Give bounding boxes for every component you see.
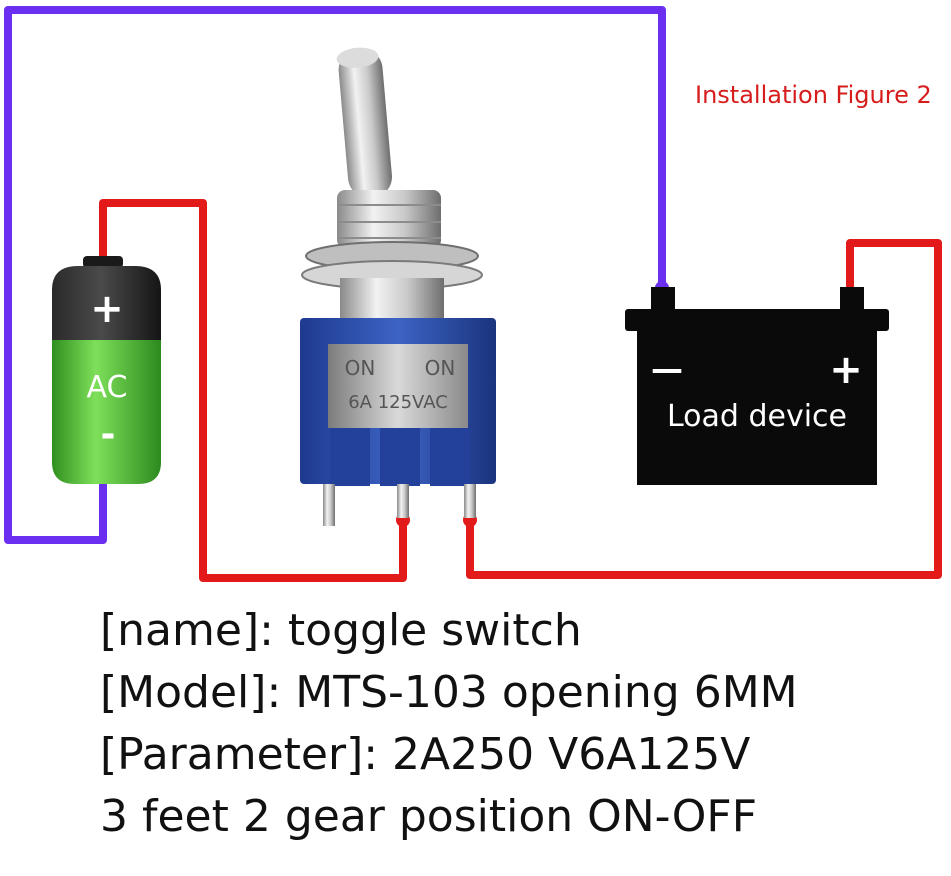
spec-position: 3 feet 2 gear position ON-OFF: [100, 791, 758, 842]
switch-lever: [338, 48, 392, 199]
toggle-switch: ON ON 6A 125VAC: [300, 47, 496, 526]
battery-label: AC: [87, 370, 128, 405]
switch-threaded-neck: [340, 278, 444, 322]
red-wire-switch-to-load: [466, 239, 942, 579]
load-plus-terminal: [840, 287, 864, 309]
load-minus-sign: —: [651, 350, 683, 388]
spec-name: [name]: toggle switch: [100, 605, 582, 656]
switch-rating-marking: 6A 125VAC: [348, 392, 448, 413]
figure-label: Installation Figure 2: [695, 81, 932, 109]
switch-base-tab-left: [330, 428, 370, 486]
switch-left-marking: ON: [345, 356, 376, 380]
battery: + AC -: [52, 256, 161, 484]
battery-bottom-half: [52, 340, 161, 484]
load-body: [637, 331, 877, 485]
red-wire-battery-to-switch: [99, 199, 407, 582]
load-plus-sign: +: [829, 347, 863, 393]
battery-minus-sign: -: [101, 414, 116, 455]
switch-lever-tip: [336, 47, 379, 68]
specifications: [name]: toggle switch [Model]: MTS-103 o…: [100, 600, 940, 848]
battery-top-half: [52, 266, 161, 340]
switch-base-tab-right: [430, 428, 470, 486]
switch-terminal-right: [464, 484, 476, 518]
battery-cap: [83, 256, 123, 268]
load-device: — + Load device: [625, 287, 889, 485]
switch-terminal-middle: [397, 484, 409, 518]
load-label: Load device: [667, 399, 847, 434]
battery-plus-sign: +: [90, 286, 124, 332]
switch-base-tab-middle: [380, 428, 420, 486]
load-minus-terminal: [651, 287, 675, 309]
switch-plate: [328, 344, 468, 428]
purple-wire: [4, 6, 666, 544]
spec-parameter: [Parameter]: 2A250 V6A125V: [100, 729, 751, 780]
switch-terminal-left: [323, 484, 335, 526]
switch-bushing: [337, 190, 441, 248]
switch-right-marking: ON: [425, 356, 456, 380]
load-lid: [625, 309, 889, 331]
spec-model: [Model]: MTS-103 opening 6MM: [100, 667, 798, 718]
